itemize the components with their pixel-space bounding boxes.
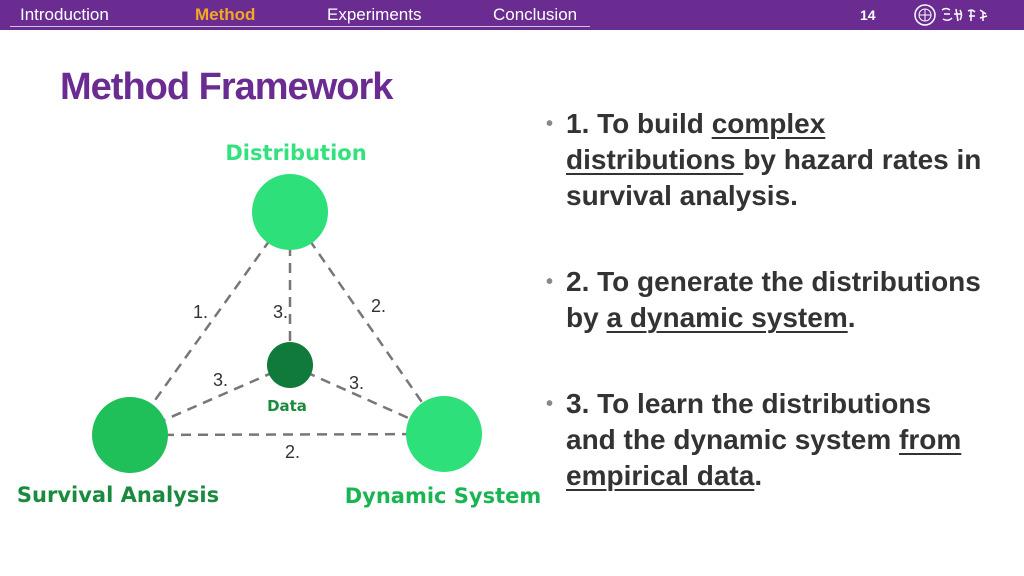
- nav-conclusion[interactable]: Conclusion: [493, 5, 578, 24]
- survival-analysis-node: [92, 397, 168, 473]
- dynamic-system-node: [406, 396, 482, 472]
- framework-diagram: 1. 3. 2. 3. 3. 2. Distribution Data Surv…: [17, 141, 542, 508]
- bullet-3-period: .: [754, 460, 763, 491]
- bullet-3-underlined-2: empirical data: [566, 460, 755, 491]
- bullet-1-line3: survival analysis.: [566, 180, 798, 211]
- nav-experiments[interactable]: Experiments: [327, 5, 422, 24]
- edge-label-center-left: 3.: [213, 370, 228, 390]
- bullet-1-underlined: complex: [711, 108, 826, 139]
- bullet-1-line2: by hazard rates in: [743, 144, 982, 175]
- bullet-2-line1: 2. To generate the distributions: [566, 266, 981, 297]
- bullet-2-period: .: [847, 302, 856, 333]
- bullet-1-underlined-2: distributions: [566, 144, 744, 175]
- bullet-3-underlined: from: [899, 424, 962, 455]
- bullet-2-line2: by: [566, 302, 607, 333]
- bullet-2-text: 2. To generate the distributions by a dy…: [566, 264, 1016, 336]
- distribution-label: Distribution: [225, 141, 366, 165]
- edge-label-right: 2.: [371, 296, 386, 316]
- bullet-1-line1: 1. To build: [566, 108, 712, 139]
- page-title: Method Framework: [60, 66, 393, 108]
- data-node: [267, 342, 313, 388]
- edge-label-bottom: 2.: [285, 442, 300, 462]
- nav-underline: [10, 26, 590, 27]
- dynamic-system-label: Dynamic System: [345, 484, 542, 508]
- edge-label-left: 1.: [193, 302, 208, 322]
- survival-analysis-label: Survival Analysis: [17, 483, 219, 507]
- edge-survival-dynamic: [129, 432, 445, 437]
- nav-introduction[interactable]: Introduction: [20, 5, 109, 24]
- university-seal-logo: [914, 4, 988, 26]
- distribution-node: [252, 174, 328, 250]
- page-number: 14: [860, 7, 876, 23]
- edge-distribution-dynamic: [288, 211, 446, 435]
- bullet-3-line2: and the dynamic system: [566, 424, 900, 455]
- bullet-dot: •: [546, 271, 554, 293]
- bullet-2-underlined: a dynamic system: [606, 302, 848, 333]
- edge-label-center-right: 3.: [349, 373, 364, 393]
- nav-method[interactable]: Method: [195, 5, 256, 24]
- bullet-3-text: 3. To learn the distributions and the dy…: [566, 386, 1016, 494]
- bullet-dot: •: [546, 113, 554, 135]
- edge-distribution-survival: [128, 211, 292, 436]
- data-label: Data: [267, 397, 307, 415]
- bullet-3-line1: 3. To learn the distributions: [566, 388, 932, 419]
- edge-label-center-top: 3.: [273, 302, 288, 322]
- top-nav-bar: Introduction Method Experiments Conclusi…: [0, 0, 1024, 30]
- bullet-dot: •: [546, 393, 554, 415]
- bullet-1-text: 1. To build complex distributions by haz…: [566, 106, 1016, 214]
